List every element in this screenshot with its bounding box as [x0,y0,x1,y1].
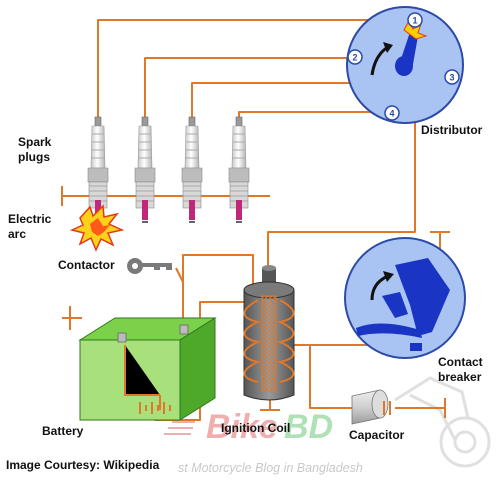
distributor-terminal-2: 2 [347,49,363,65]
label-capacitor: Capacitor [349,428,405,442]
label-electric-arc: Electric arc [8,212,52,241]
battery [78,317,217,421]
wire-coil-capacitor [309,345,352,409]
wire-coil-distributor [267,118,416,275]
label-battery: Battery [42,424,84,438]
distributor-terminal-4: 4 [384,105,400,121]
label-contactor: Contactor [58,258,115,272]
electric-arc-burst [69,204,125,252]
svg-text:3: 3 [449,73,454,83]
spark-plug-2 [134,116,156,223]
wire-plug-1 [97,19,412,118]
distributor-terminal-1: 1 [407,12,423,28]
svg-text:1: 1 [412,16,417,26]
capacitor [351,389,391,425]
contactor-switch [175,267,184,283]
label-contact-breaker: Contact breaker [438,355,483,384]
svg-text:2: 2 [352,53,357,63]
distributor-terminal-3: 3 [444,69,460,85]
spark-plug-1 [87,116,109,223]
wire-contactor-coil [182,254,254,305]
wire-plug-2 [144,57,352,118]
watermark-brand-bd: BD [284,408,333,446]
ignition-coil [243,265,295,401]
spark-plug-4 [228,116,250,223]
label-ignition-coil: Ignition Coil [221,421,291,435]
ground-symbols [61,186,450,418]
label-distributor: Distributor [421,123,483,137]
contactor-key [127,258,172,274]
label-spark-plugs: Spark plugs [18,135,52,164]
spark-plug-3 [181,116,203,223]
watermark-tagline: st Motorcycle Blog in Bangladesh [178,461,363,475]
watermark-motorcycle [394,376,491,468]
label-image-courtesy: Image Courtesy: Wikipedia [6,458,160,472]
watermark-brand-bike: Bike [206,408,278,446]
svg-text:4: 4 [389,109,394,119]
distributor [346,6,464,124]
spark-plugs [87,116,250,223]
contact-breaker [344,237,466,359]
wire-plug-4 [238,111,392,118]
watermark-logo: Bike BD st Motorcycle Blog in Bangladesh [164,408,363,475]
